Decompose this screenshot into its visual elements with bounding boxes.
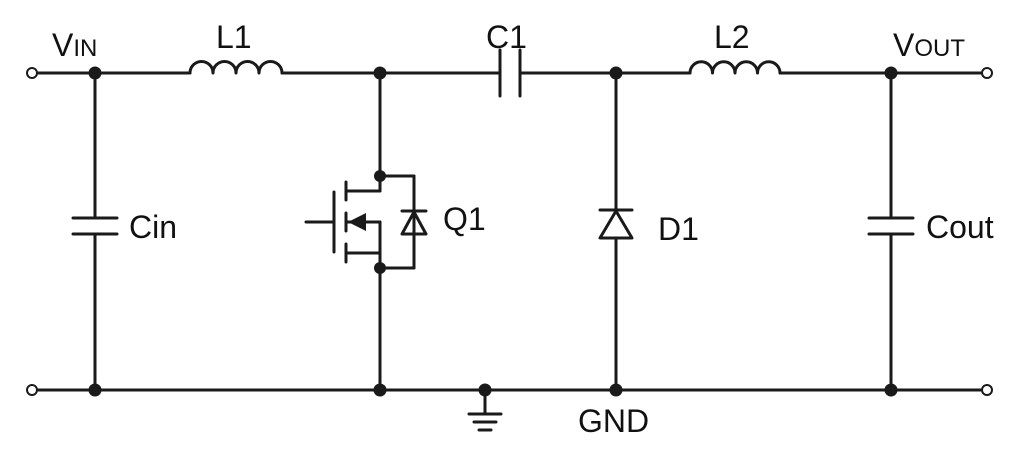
junction-dots [88,66,898,397]
label-c1: C1 [486,19,527,55]
capacitor-cin [71,71,119,392]
label-l2: L2 [714,19,750,55]
capacitor-c1 [498,48,522,98]
label-d1: D1 [658,211,699,247]
inductor-l2 [688,60,782,75]
capacitor-cout [867,71,915,392]
gnd-out-terminal[interactable] [981,384,993,396]
label-l1: L1 [216,19,252,55]
vin-terminal[interactable] [26,67,38,79]
label-vin: VIN [52,27,97,63]
mosfet-q1 [304,71,428,392]
label-cout: Cout [926,209,994,245]
gnd-in-terminal[interactable] [26,384,38,396]
label-vout: VOUT [893,27,965,63]
label-gnd: GND [578,403,649,439]
diode-d1 [598,71,634,392]
ground-symbol [467,388,503,432]
label-q1: Q1 [443,201,486,237]
inductor-l1 [188,60,284,75]
vout-terminal[interactable] [981,67,993,79]
label-cin: Cin [129,209,177,245]
